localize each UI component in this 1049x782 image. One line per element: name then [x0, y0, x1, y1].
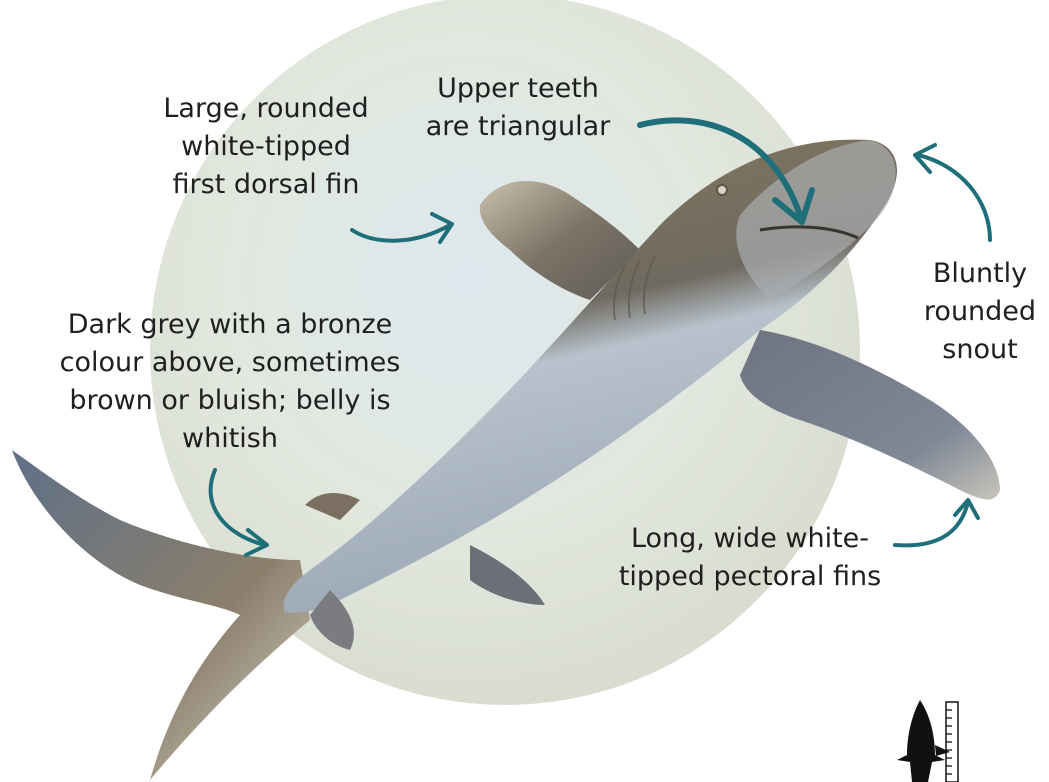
label-teeth: Upper teeth are triangular [418, 70, 618, 146]
label-teeth-line-2: are triangular [418, 108, 618, 146]
shark-silhouette-with-ruler-icon [897, 700, 958, 782]
label-snout-line-3: snout [912, 331, 1048, 369]
shark-eye [717, 185, 727, 195]
label-teeth-line-1: Upper teeth [418, 70, 618, 108]
label-dorsal-fin-line-2: white-tipped [126, 128, 406, 166]
label-dorsal-fin-line-3: first dorsal fin [126, 166, 406, 204]
label-colour-line-1: Dark grey with a bronze [30, 306, 430, 344]
label-dorsal-fin-line-1: Large, rounded [126, 90, 406, 128]
label-snout-line-2: rounded [912, 293, 1048, 331]
label-colour-line-2: colour above, sometimes [30, 344, 430, 382]
ruler-ticks [946, 710, 952, 774]
label-pectoral-fins-line-1: Long, wide white- [600, 520, 900, 558]
label-pectoral-fins-line-2: tipped pectoral fins [600, 558, 900, 596]
label-pectoral-fins: Long, wide white- tipped pectoral fins [600, 520, 900, 596]
label-snout: Bluntly rounded snout [912, 255, 1048, 369]
label-colour: Dark grey with a bronze colour above, so… [30, 306, 430, 458]
label-colour-line-4: whitish [30, 420, 430, 458]
shark-silhouette [897, 700, 945, 782]
label-colour-line-3: brown or bluish; belly is [30, 382, 430, 420]
label-snout-line-1: Bluntly [912, 255, 1048, 293]
label-dorsal-fin: Large, rounded white-tipped first dorsal… [126, 90, 406, 204]
arrow-pectoral [895, 502, 968, 545]
